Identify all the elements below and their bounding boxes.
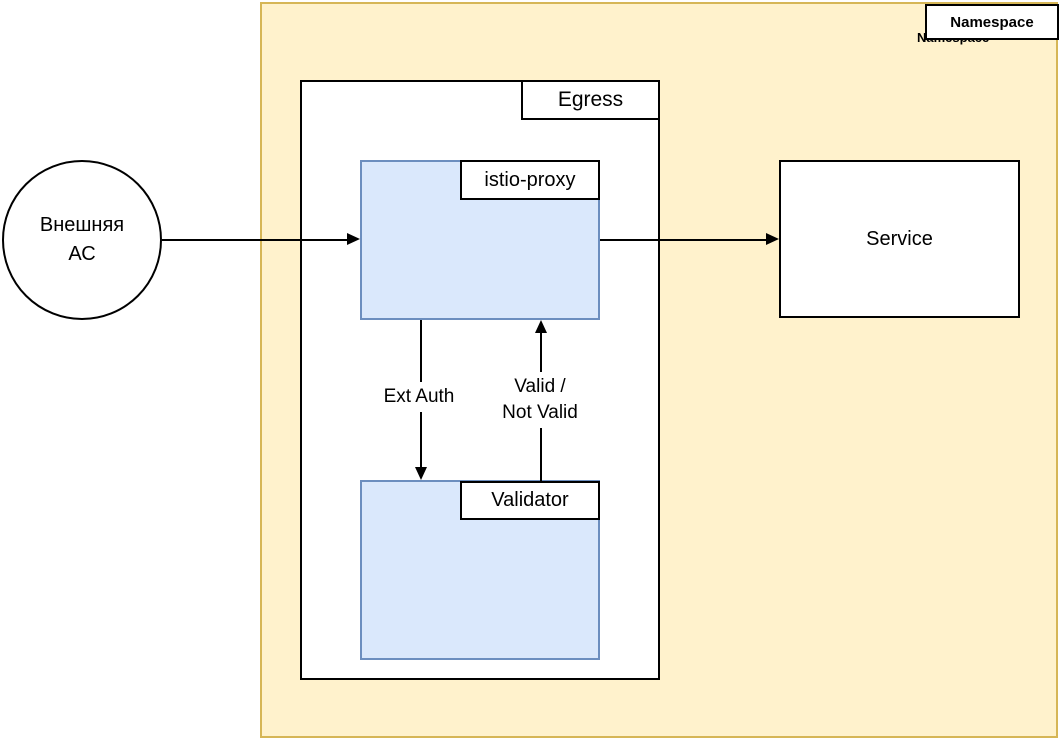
validation-result-label: Valid / Not Valid xyxy=(499,372,581,428)
validator-title: Validator xyxy=(491,489,569,511)
validator-title-box: Validator xyxy=(460,481,600,520)
arrowhead-right-icon xyxy=(347,233,360,245)
arrowhead-up-icon xyxy=(535,320,547,333)
namespace-title-box: Namespace xyxy=(925,4,1059,40)
edge-proxy-to-service xyxy=(600,239,767,241)
validation-result-label-line2: Not Valid xyxy=(502,402,578,423)
namespace-title: Namespace xyxy=(950,13,1034,31)
service-node: Service xyxy=(779,160,1020,318)
arrowhead-right-icon xyxy=(766,233,779,245)
ext-auth-label: Ext Auth xyxy=(380,382,458,412)
validation-result-label-line1: Valid / xyxy=(514,376,566,397)
external-system-label-line2: АС xyxy=(68,243,96,265)
istio-proxy-title: istio-proxy xyxy=(484,168,576,191)
edge-external-to-proxy xyxy=(162,239,348,241)
istio-proxy-title-box: istio-proxy xyxy=(460,160,600,200)
egress-title: Egress xyxy=(557,88,624,111)
external-system-label-line1: Внешняя xyxy=(39,214,125,236)
service-label: Service xyxy=(866,227,933,250)
arrowhead-down-icon xyxy=(415,467,427,480)
egress-title-box: Egress xyxy=(521,80,660,120)
external-system-node: Внешняя АС xyxy=(2,160,162,320)
